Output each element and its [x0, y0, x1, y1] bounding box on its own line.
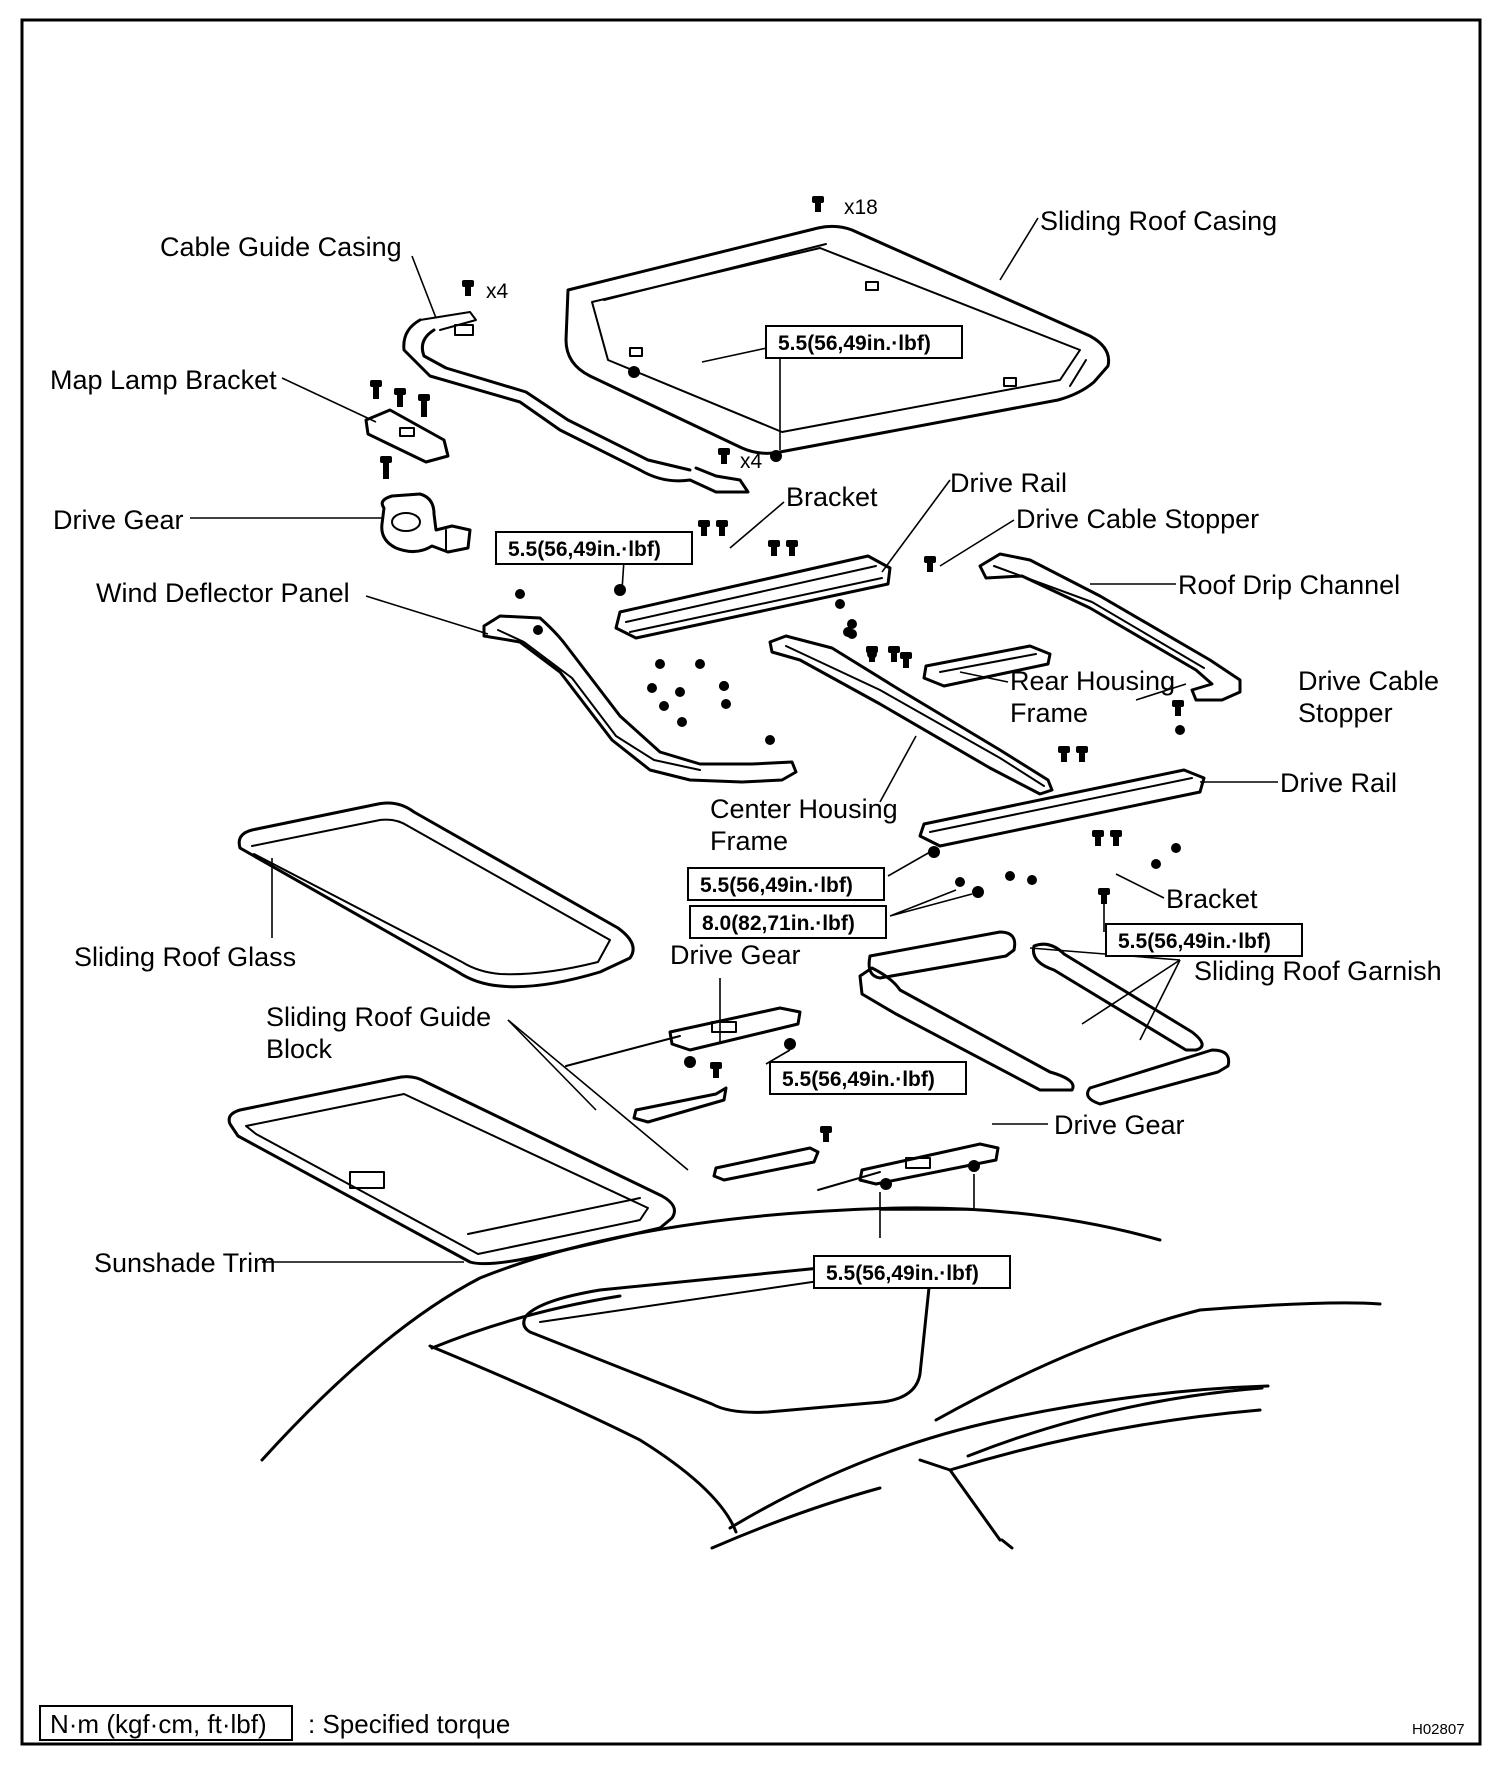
qty-casing-front-screws: x4	[740, 450, 763, 473]
rear-housing-frame-part	[922, 644, 1052, 688]
qty-casing-screws: x18	[844, 196, 878, 219]
label-drive-rail-2: Drive Rail	[1280, 768, 1397, 798]
label-drive-cable-stopper-2-line1: Drive Cable	[1298, 666, 1439, 696]
label-bracket-2: Bracket	[1166, 884, 1258, 914]
torque-legend: N·m (kgf·cm, ft·lbf) : Specified torque	[39, 1705, 510, 1741]
map-lamp-bracket-part	[364, 408, 450, 464]
label-rear-housing-frame-line1: Rear Housing	[1010, 666, 1175, 696]
label-drive-rail-1: Drive Rail	[950, 468, 1067, 498]
drive-gear-mid-part	[565, 1006, 802, 1067]
label-center-housing-frame-line1: Center Housing	[710, 794, 898, 824]
label-center-housing-frame-line2: Frame	[710, 826, 788, 856]
center-housing-frame-part	[768, 634, 1054, 796]
label-guide-block-line2: Block	[266, 1034, 333, 1064]
label-guide-block-line1: Sliding Roof Guide	[266, 1002, 491, 1032]
label-drive-cable-stopper-2-line2: Stopper	[1298, 698, 1393, 728]
sliding-roof-casing-part	[564, 224, 1111, 455]
legend-description: : Specified torque	[308, 1709, 510, 1739]
fastener-bolts	[370, 196, 1185, 1190]
qty-cable-guide-screws: x4	[486, 280, 509, 303]
drive-rail-lower-part	[918, 768, 1206, 848]
legend-unit-box	[39, 1705, 293, 1741]
label-bracket-1: Bracket	[786, 482, 878, 512]
sliding-roof-glass-part	[237, 801, 635, 989]
label-wind-deflector-panel: Wind Deflector Panel	[96, 578, 350, 608]
label-rear-housing-frame-line2: Frame	[1010, 698, 1088, 728]
quantity-marks: x18 x4 x4	[486, 196, 878, 473]
torque-rail-center: 5.5(56,49in.·lbf)	[700, 874, 853, 897]
figure-code: H02807	[1412, 1721, 1465, 1738]
sliding-roof-guide-block-part	[632, 1086, 820, 1182]
label-sliding-roof-casing: Sliding Roof Casing	[1040, 206, 1277, 236]
sliding-roof-garnish-part	[858, 930, 1231, 1106]
label-sunshade-trim: Sunshade Trim	[94, 1248, 276, 1278]
sunshade-trim-part	[227, 1075, 676, 1266]
label-map-lamp-bracket: Map Lamp Bracket	[50, 365, 277, 395]
label-sliding-roof-glass: Sliding Roof Glass	[74, 942, 296, 972]
torque-rail-stopper: 8.0(82,71in.·lbf)	[702, 912, 855, 935]
torque-rail-upper: 5.5(56,49in.·lbf)	[508, 538, 661, 561]
torque-spec-boxes: 5.5(56,49in.·lbf) 5.5(56,49in.·lbf) 5.5(…	[495, 325, 1303, 1289]
drive-gear-motor-part	[380, 492, 472, 554]
torque-casing: 5.5(56,49in.·lbf)	[778, 332, 931, 355]
legend-unit-text: N·m (kgf·cm, ft·lbf)	[50, 1709, 267, 1739]
part-labels: Sliding Roof Casing Cable Guide Casing M…	[50, 206, 1442, 1278]
torque-bracket-right: 5.5(56,49in.·lbf)	[1118, 930, 1271, 953]
drive-rail-upper-part	[614, 554, 892, 640]
label-drive-gear-3: Drive Gear	[1054, 1110, 1185, 1140]
vehicle-roof-outline	[260, 1206, 1382, 1550]
diagram-border	[20, 18, 1482, 1746]
label-sliding-roof-garnish: Sliding Roof Garnish	[1194, 956, 1442, 986]
roof-drip-channel-part	[978, 552, 1242, 702]
label-drive-gear-2: Drive Gear	[670, 940, 801, 970]
cable-guide-casing-part	[402, 311, 750, 494]
label-roof-drip-channel: Roof Drip Channel	[1178, 570, 1400, 600]
label-drive-cable-stopper-1: Drive Cable Stopper	[1016, 504, 1259, 534]
wind-deflector-panel-part	[482, 614, 798, 784]
label-drive-gear-1: Drive Gear	[53, 505, 184, 535]
torque-guide-block: 5.5(56,49in.·lbf)	[782, 1068, 935, 1091]
label-cable-guide-casing: Cable Guide Casing	[160, 232, 402, 262]
torque-drive-gear-lower: 5.5(56,49in.·lbf)	[826, 1262, 979, 1285]
drive-gear-lower-part	[817, 1142, 1000, 1191]
leader-lines	[190, 217, 1278, 1263]
